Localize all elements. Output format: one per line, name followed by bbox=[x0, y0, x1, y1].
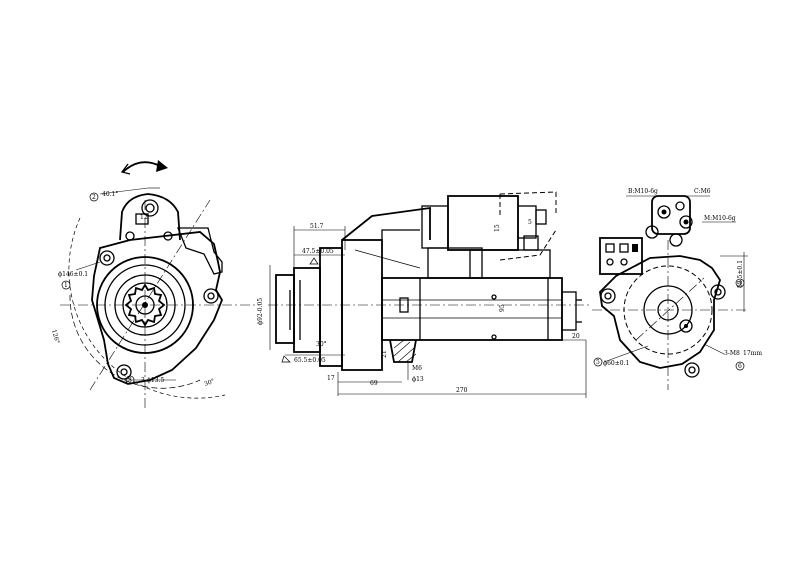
dim-angle-bottom: 30° bbox=[203, 378, 215, 388]
ref-circle-6 bbox=[735, 361, 745, 371]
dim-angle-top: 40.1° bbox=[102, 191, 118, 198]
ref-label-4: 4 bbox=[738, 280, 742, 287]
label-c-terminal: C:M6 bbox=[694, 188, 711, 195]
solenoid-front bbox=[421, 205, 449, 249]
ref-circle-4 bbox=[735, 278, 745, 288]
dim-angle-30: 30° bbox=[316, 341, 327, 348]
ref-label-5: 5 bbox=[596, 359, 600, 366]
rear-bolt-left bbox=[600, 288, 616, 304]
label-b-terminal: B:M10-6g bbox=[628, 188, 658, 195]
dim-13: ϕ13 bbox=[412, 376, 424, 383]
flange-outline bbox=[91, 231, 224, 385]
solenoid-cover-dashed bbox=[499, 191, 557, 216]
ref-circle-3 bbox=[125, 375, 135, 385]
bolt-hole-bottom bbox=[116, 364, 132, 380]
right-rear-view: B:M10-6g C:M6 M:M10-6g 82.5±0.1 ϕ60±0.1 … bbox=[592, 188, 762, 390]
solenoid-boss bbox=[119, 193, 181, 241]
dim-holes: 3-ϕ13.5 bbox=[141, 377, 164, 384]
pinion-nose bbox=[275, 274, 295, 344]
left-front-view: 40.1° 12 ϕ146±0.1 126° 30° 3-ϕ13.5 2 1 3 bbox=[50, 160, 260, 410]
dim-95: 95 bbox=[499, 304, 506, 312]
dim-15: 15 bbox=[494, 224, 501, 232]
dim-m8: 3-M8 bbox=[724, 350, 740, 357]
rear-housing bbox=[599, 255, 721, 369]
dim-82-5: 82.5±0.1 bbox=[737, 260, 744, 288]
ref-label-2: 2 bbox=[92, 194, 96, 201]
side-view: 51.7 47.5±0.05 ϕ92-0.05 65.5±0.05 30° 69… bbox=[257, 191, 590, 398]
dim-69: 69 bbox=[370, 380, 378, 387]
ref-circle-2 bbox=[89, 192, 99, 202]
dim-60: ϕ60±0.1 bbox=[603, 360, 629, 367]
mount-flange bbox=[319, 247, 343, 367]
dim-17mm: 17mm bbox=[743, 350, 762, 357]
dim-angle-small: 12 bbox=[140, 214, 148, 221]
ref-circle-5 bbox=[593, 357, 603, 367]
bottom-mount bbox=[389, 339, 417, 363]
dim-270: 270 bbox=[456, 387, 468, 394]
ref-circle-1 bbox=[61, 280, 71, 290]
label-m-terminal: M:M10-6g bbox=[704, 215, 736, 222]
pcd-arc bbox=[69, 294, 201, 389]
rear-bolt-bottom bbox=[684, 362, 700, 378]
rear-bolt-right bbox=[710, 284, 726, 300]
dim-m6: M6 bbox=[412, 365, 422, 372]
ref-label-6: 6 bbox=[738, 363, 742, 370]
dim-92: ϕ92-0.05 bbox=[257, 298, 264, 325]
dim-20: 20 bbox=[572, 333, 580, 340]
dim-17: 17 bbox=[327, 375, 335, 382]
dim-5: 5 bbox=[528, 219, 532, 226]
ref-label-1: 1 bbox=[64, 282, 68, 289]
motor-body bbox=[381, 277, 563, 341]
ref-label-3: 3 bbox=[128, 377, 132, 384]
dim-radius: 126° bbox=[50, 329, 61, 345]
dim-pcd: ϕ146±0.1 bbox=[58, 271, 88, 278]
bolt-hole-right bbox=[203, 288, 219, 304]
dim-51-7: 51.7 bbox=[310, 223, 324, 230]
drive-housing bbox=[341, 206, 431, 241]
dim-21: 21 bbox=[381, 350, 388, 358]
terminal-block bbox=[651, 195, 691, 235]
rotation-arrow-icon bbox=[120, 160, 168, 175]
radius-arc bbox=[68, 217, 226, 399]
terminal-bracket bbox=[177, 227, 223, 275]
solenoid-body bbox=[447, 195, 519, 251]
bolt-hole-top bbox=[99, 250, 115, 266]
dim-47-5: 47.5±0.05 bbox=[302, 248, 334, 255]
dim-65-5: 65.5±0.05 bbox=[294, 357, 326, 364]
